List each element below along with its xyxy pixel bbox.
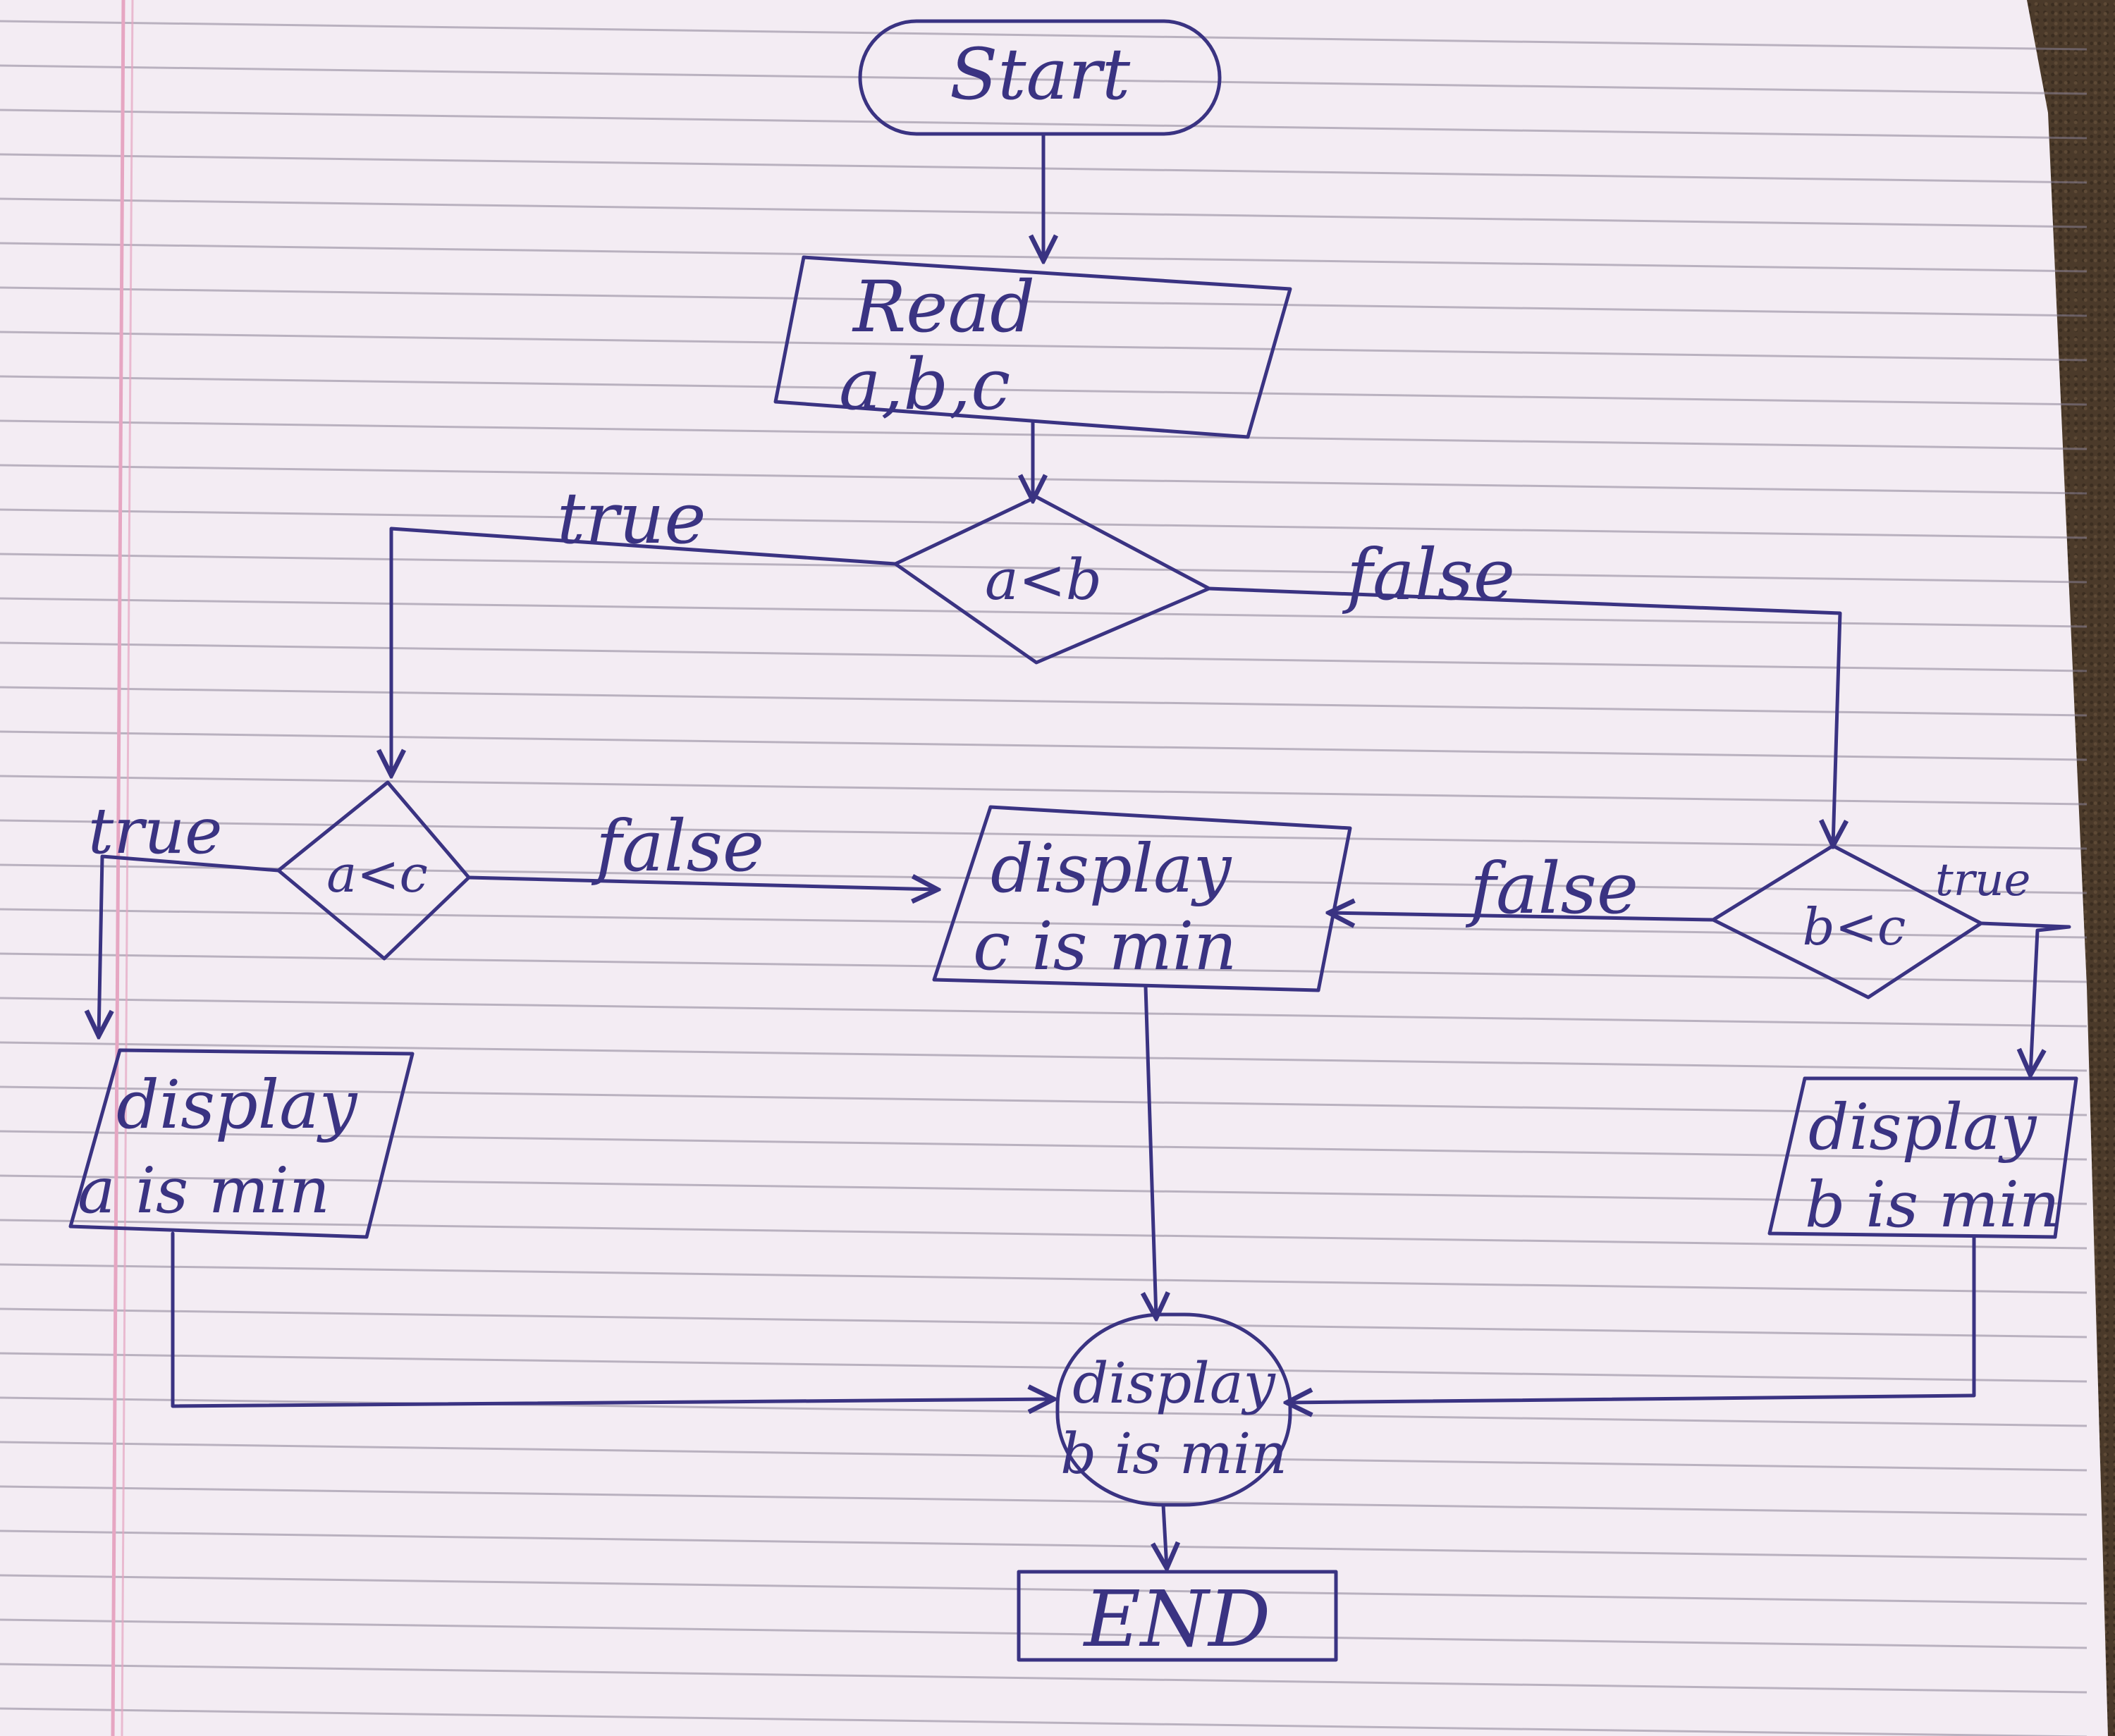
- decision-a-lt-c-label: a<c: [326, 844, 428, 904]
- ruled-line: [0, 1263, 2088, 1294]
- ruled-line: [0, 1219, 2088, 1250]
- display-b-box: [1767, 1076, 2078, 1239]
- label-false-bc: false: [1465, 847, 1638, 930]
- final-display-line1: display: [1072, 1350, 1276, 1416]
- ruled-line: [0, 775, 2088, 806]
- start-terminal: [858, 19, 1222, 136]
- ruled-line: [0, 1574, 2088, 1605]
- display-a-line2: a is min: [78, 1154, 330, 1228]
- ruled-line: [0, 863, 2088, 894]
- decision-a-lt-b-label: a<b: [985, 547, 1102, 612]
- display-a-box: [68, 1048, 415, 1239]
- connector-a-final: [171, 1231, 1054, 1406]
- ruled-line: [0, 1174, 2088, 1205]
- ruled-line: [0, 286, 2088, 317]
- decision-b-lt-c-label: b<c: [1803, 897, 1906, 956]
- ruled-line: [0, 1441, 2088, 1472]
- connector-bc-true: [1979, 921, 2071, 1075]
- read-label-line2: a,b,c: [839, 343, 1010, 426]
- ruled-line: [0, 1663, 2088, 1694]
- ruled-line: [0, 1130, 2088, 1161]
- connector-ac-false: [467, 878, 938, 889]
- final-display-terminal: [1055, 1312, 1292, 1507]
- display-b-line1: display: [1808, 1090, 2037, 1164]
- ruled-line: [0, 1529, 2088, 1560]
- ruled-line: [0, 641, 2088, 672]
- ruled-line: [0, 997, 2088, 1028]
- decision-b-lt-c: [1711, 844, 1983, 999]
- connector-ab-true: [391, 527, 897, 775]
- ruled-line: [0, 508, 2088, 539]
- ruled-line: [0, 1352, 2088, 1383]
- connector-bc-false: [1329, 913, 1715, 920]
- read-label-line1: Read: [852, 266, 1035, 348]
- label-true-ab: true: [557, 477, 706, 560]
- connector-final-end: [1163, 1503, 1167, 1568]
- label-true-bc: true: [1935, 854, 2030, 906]
- ruled-line: [0, 1041, 2088, 1072]
- decision-a-lt-c: [276, 780, 471, 961]
- display-c-box: [932, 805, 1352, 992]
- ruled-line: [0, 1618, 2088, 1649]
- ruled-line: [0, 331, 2088, 362]
- ruled-line: [0, 952, 2088, 983]
- ruled-line: [0, 819, 2088, 850]
- ruled-line: [0, 64, 2088, 95]
- end-box: [1017, 1570, 1338, 1662]
- label-false-ac: false: [591, 805, 764, 887]
- display-a-line1: display: [116, 1066, 358, 1144]
- ruled-line: [0, 1085, 2088, 1116]
- start-label: Start: [950, 33, 1131, 116]
- ruled-line: [0, 553, 2088, 584]
- ruled-line: [0, 109, 2088, 140]
- display-c-line2: c is min: [973, 908, 1237, 985]
- label-false-ab: false: [1342, 534, 1515, 616]
- final-display-line2: b is min: [1060, 1421, 1287, 1486]
- end-label: END: [1083, 1574, 1271, 1664]
- display-c-line1: display: [991, 830, 1232, 908]
- read-input-box: [773, 255, 1292, 439]
- label-true-ac: true: [88, 794, 222, 868]
- display-b-line2: b is min: [1805, 1168, 2060, 1242]
- connector-c-final: [1146, 985, 1156, 1318]
- ruled-line: [0, 20, 2088, 51]
- ruled-line: [0, 1707, 2088, 1736]
- ruled-line: [0, 597, 2088, 628]
- ruled-line: [0, 1485, 2088, 1516]
- ruled-line: [0, 419, 2088, 450]
- connector-ac-true: [99, 854, 281, 1036]
- connector-b-final: [1287, 1235, 1976, 1403]
- connector-ab-false: [1207, 586, 1840, 846]
- margin-line: [111, 0, 125, 1736]
- ruled-line: [0, 730, 2088, 761]
- ruled-line: [0, 1307, 2088, 1338]
- ruled-line: [0, 686, 2088, 717]
- decision-a-lt-b: [893, 495, 1211, 665]
- ruled-line: [0, 375, 2088, 406]
